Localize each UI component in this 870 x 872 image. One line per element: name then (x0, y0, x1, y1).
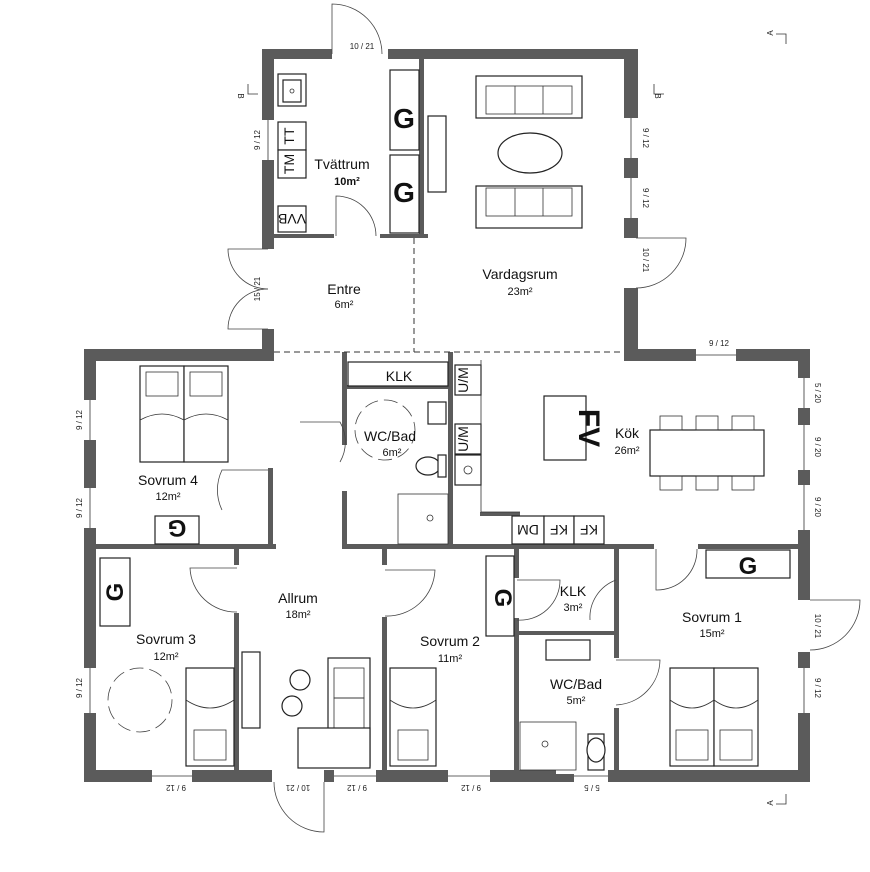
laundry-fixtures: G G TT TM VVB (277, 69, 420, 234)
room-name-sovrum1: Sovrum 1 (682, 609, 742, 625)
dim-right-kok-1: 5 / 20 (813, 383, 822, 404)
room-area-wcbad-1: 6m² (383, 447, 402, 459)
garderob-label: G (489, 589, 516, 608)
room-area-wcbad-2: 5m² (567, 695, 586, 707)
room-area-sovrum4: 12m² (155, 491, 180, 503)
dim-right-s1-door: 10 / 21 (813, 614, 822, 639)
room-area-klk-2: 3m² (564, 602, 583, 614)
room-name-sovrum2: Sovrum 2 (420, 633, 480, 649)
oven-micro-label: U/M (455, 367, 471, 393)
room-area-sovrum2: 11m² (438, 653, 463, 665)
garderob-label: G (739, 553, 758, 580)
room-name-allrum: Allrum (278, 590, 318, 606)
bedroom2-furniture: G (389, 555, 516, 767)
dim-bottom-5: 5 / 5 (584, 783, 600, 792)
room-name-vardagsrum: Vardagsrum (482, 266, 557, 282)
dim-left-s3: 9 / 12 (75, 677, 84, 698)
open-plan-boundaries (274, 238, 624, 353)
bedroom1-furniture: G (669, 549, 791, 767)
dim-top-door: 10 / 21 (350, 42, 375, 51)
room-labels: Tvättrum 10m² Vardagsrum 23m² Entre 6m² … (136, 156, 742, 707)
door-swings (189, 3, 861, 833)
room-area-entre: 6m² (335, 299, 354, 311)
section-markers: A A B B (236, 30, 787, 806)
section-mark-b: B (236, 93, 245, 98)
dim-right-door: 10 / 21 (641, 248, 650, 273)
dim-right-vard-2: 9 / 12 (641, 188, 650, 209)
dim-bottom-3: 9 / 12 (346, 783, 367, 792)
water-heater-label: VVB (278, 211, 306, 227)
dim-left-s4-a: 9 / 12 (75, 409, 84, 430)
room-area-vardagsrum: 23m² (507, 286, 532, 298)
tumble-dryer-label: TT (281, 127, 297, 145)
dim-left-s4-b: 9 / 12 (75, 497, 84, 518)
living-room-furniture (427, 75, 583, 229)
dim-right-vard-1: 9 / 12 (641, 128, 650, 149)
room-name-sovrum3: Sovrum 3 (136, 631, 196, 647)
room-area-allrum: 18m² (285, 609, 310, 621)
room-name-klk-2: KLK (560, 583, 587, 599)
room-area-sovrum3: 12m² (153, 651, 178, 663)
garderob-label: G (102, 583, 129, 602)
garderob-label: G (168, 514, 187, 541)
dim-right-kok-3: 9 / 20 (813, 497, 822, 518)
room-name-sovrum4: Sovrum 4 (138, 472, 198, 488)
dim-bottom-2: 10 / 21 (285, 783, 310, 792)
bath1-fixtures (354, 399, 449, 545)
klk-label: KLK (386, 368, 413, 384)
dim-bottom-1: 9 / 12 (165, 783, 186, 792)
bath2-fixtures (519, 639, 606, 771)
fridge-freezer-label: KF (580, 522, 598, 538)
dim-bottom-4: 9 / 12 (460, 783, 481, 792)
garderob-label: G (393, 103, 415, 134)
openings (222, 234, 698, 774)
room-area-kok: 26m² (614, 445, 639, 457)
room-name-entre: Entre (327, 281, 361, 297)
kitchen-fixtures: FV U/M U/M DM KF KF (454, 360, 765, 545)
dim-right-s1: 9 / 12 (813, 678, 822, 699)
section-mark-a: A (766, 30, 775, 36)
dim-left-tvatt: 9 / 12 (253, 129, 262, 150)
dimension-labels: 10 / 21 9 / 12 9 / 12 9 / 12 10 / 21 15 … (75, 42, 822, 792)
drying-cabinet-label: TM (281, 154, 297, 174)
section-mark-b: B (653, 93, 662, 98)
room-name-wcbad-2: WC/Bad (550, 676, 602, 692)
garderob-label: G (393, 177, 415, 208)
freezer-label: FV (572, 409, 605, 447)
dim-step-window: 9 / 12 (709, 339, 730, 348)
room-name-tvattrum: Tvättrum (314, 156, 369, 172)
windows (84, 118, 810, 782)
bedroom4-furniture: G (139, 365, 229, 545)
dim-entre-door: 15 / 21 (253, 276, 262, 301)
bedroom3-furniture: G (99, 557, 235, 767)
dim-right-kok-2: 9 / 20 (813, 437, 822, 458)
room-area-tvattrum: 10m² (334, 176, 360, 188)
dishwasher-label: DM (517, 522, 539, 538)
allrum-furniture (241, 651, 371, 769)
room-name-wcbad-1: WC/Bad (364, 428, 416, 444)
fridge-freezer-label: KF (550, 522, 568, 538)
room-area-sovrum1: 15m² (699, 628, 724, 640)
room-name-kok: Kök (615, 425, 640, 441)
oven-micro-label: U/M (455, 426, 471, 452)
section-mark-a: A (766, 800, 775, 806)
